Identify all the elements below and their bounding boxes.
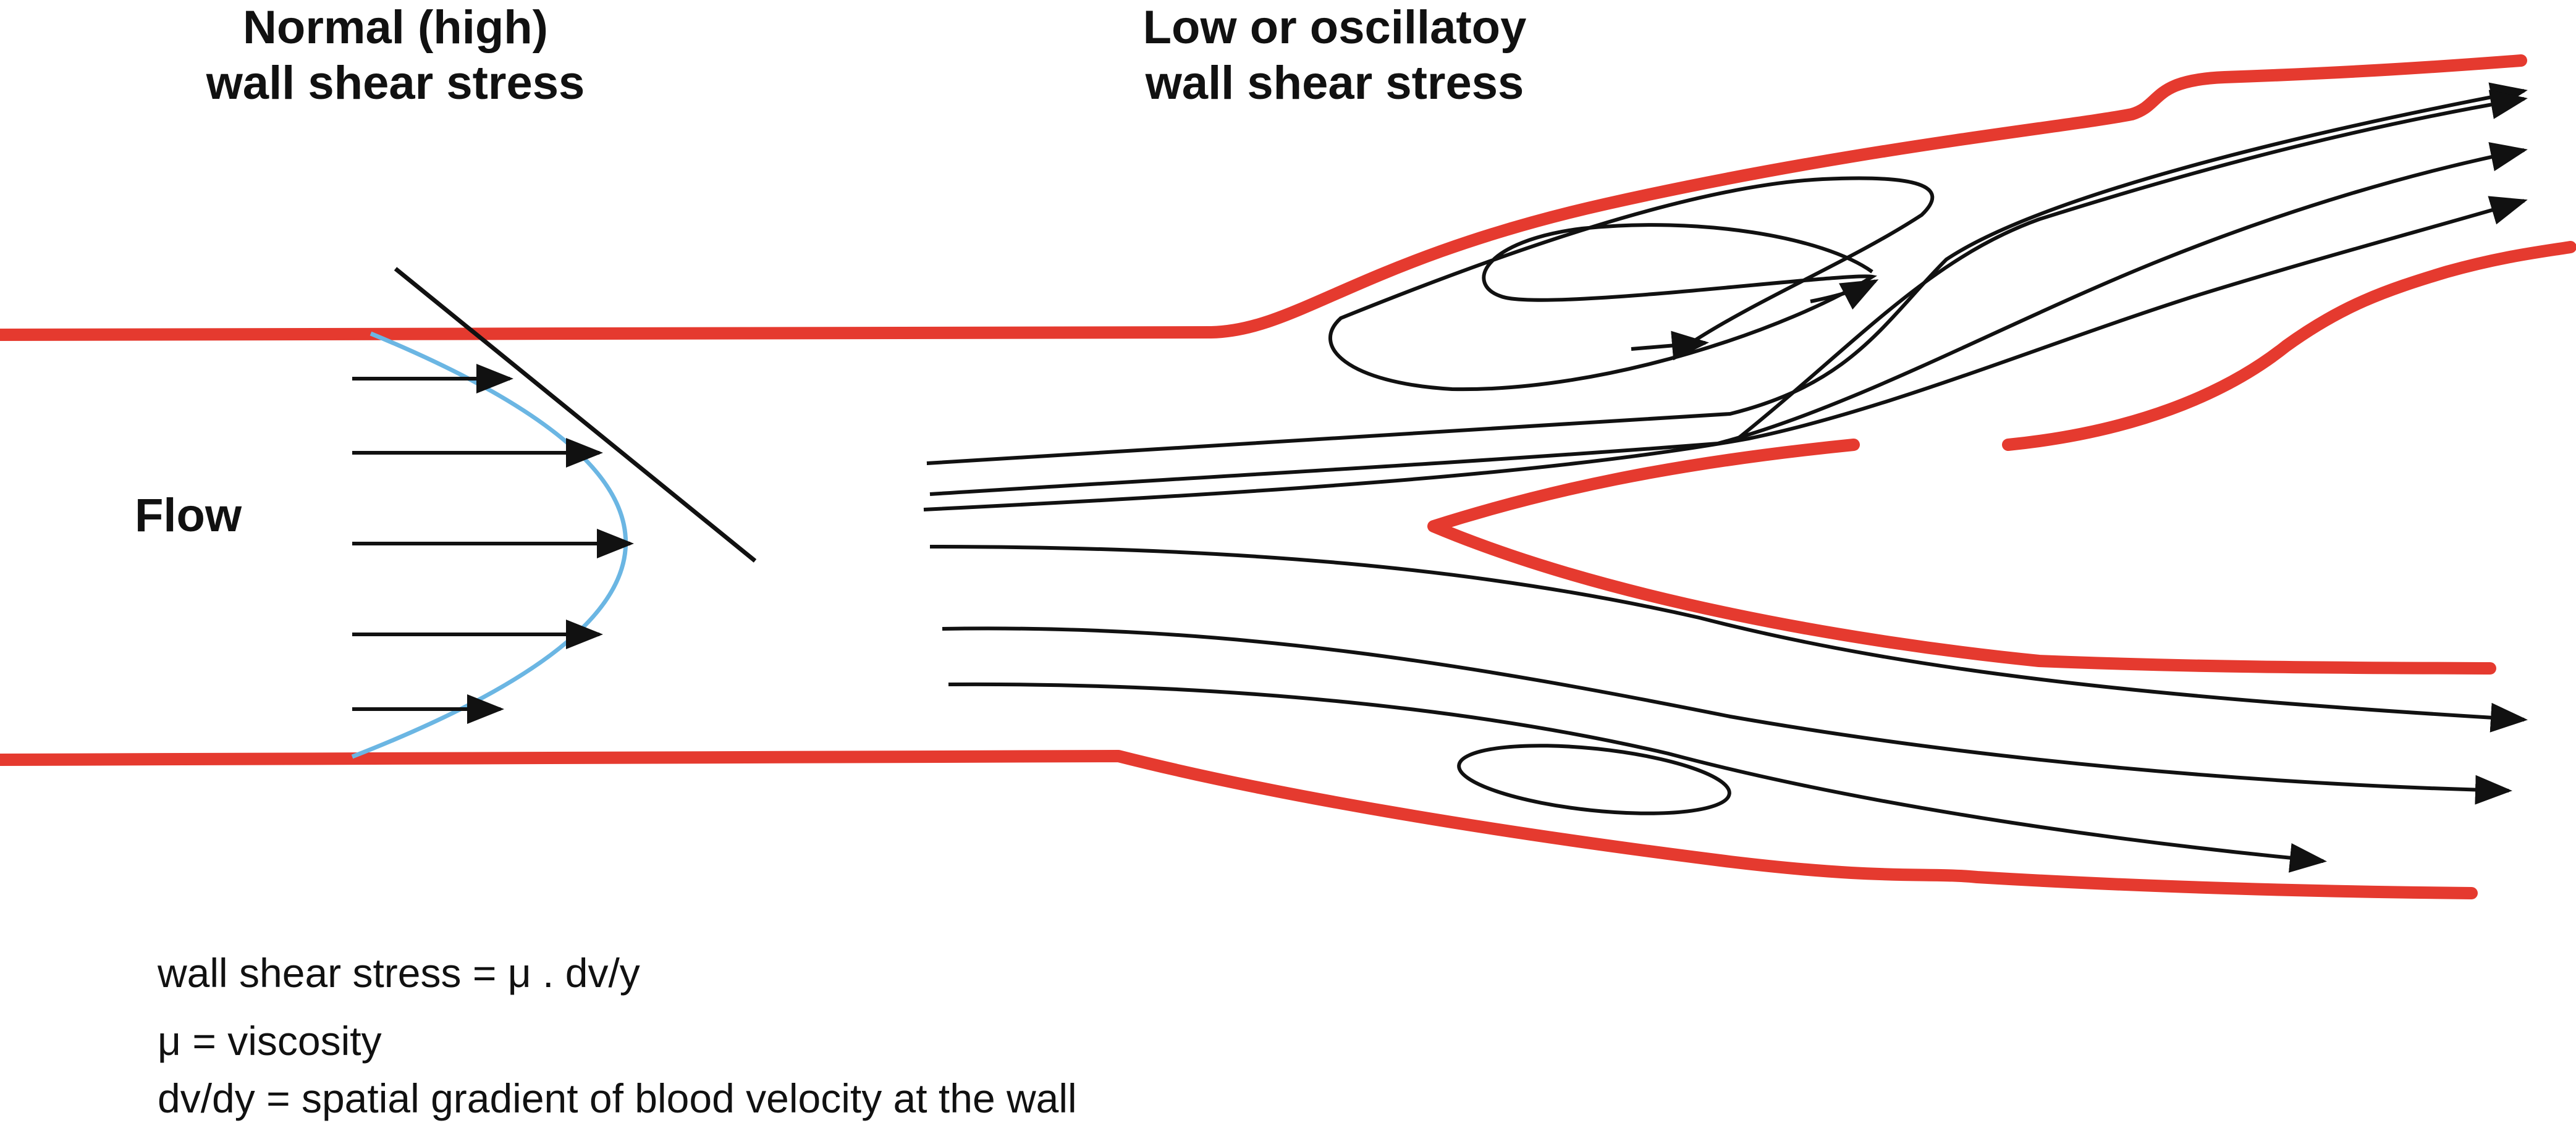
branch-upper-inner-wall <box>2002 241 2576 451</box>
streamline-upper-branch <box>1735 90 2528 442</box>
normal-wss-heading: Normal (high) wall shear stress <box>161 0 630 111</box>
normal-wss-heading-line2: wall shear stress <box>206 57 585 109</box>
bifurcation-wedge <box>1427 439 2496 675</box>
flow-label: Flow <box>135 489 242 542</box>
wall-tangent-line <box>394 267 757 563</box>
streamline-upper-branch <box>923 196 2528 511</box>
streamline-lower-branch <box>948 682 2327 873</box>
streamline-lower-branch <box>929 545 2528 733</box>
streamline-upper-branch <box>929 142 2528 496</box>
streamline-lower-branch <box>942 626 2512 805</box>
streamlines <box>923 82 2528 873</box>
vortex-arrow-b <box>1810 279 1879 310</box>
lower-wall <box>0 750 2478 899</box>
streamline-upper-branch <box>926 82 2528 465</box>
velocity-gradient-definition: dv/dy = spatial gradient of blood veloci… <box>158 1075 1077 1121</box>
recirculation-vortex-upper <box>1328 176 1935 392</box>
recirculation-vortex-lower <box>1457 744 1731 815</box>
vortex-arrow-a <box>1631 330 1709 361</box>
viscosity-definition: μ = viscosity <box>158 1018 382 1064</box>
velocity-arrows <box>352 364 634 724</box>
low-wss-heading-line2: wall shear stress <box>1145 57 1524 109</box>
vessel-walls <box>0 54 2576 899</box>
low-wss-heading-line1: Low or oscillatoy <box>1142 1 1527 54</box>
normal-wss-heading-line1: Normal (high) <box>243 1 548 54</box>
shear-stress-equation: wall shear stress = μ . dv/y <box>158 950 640 996</box>
upper-wall <box>0 54 2527 341</box>
low-wss-heading: Low or oscillatoy wall shear stress <box>1100 0 1569 111</box>
